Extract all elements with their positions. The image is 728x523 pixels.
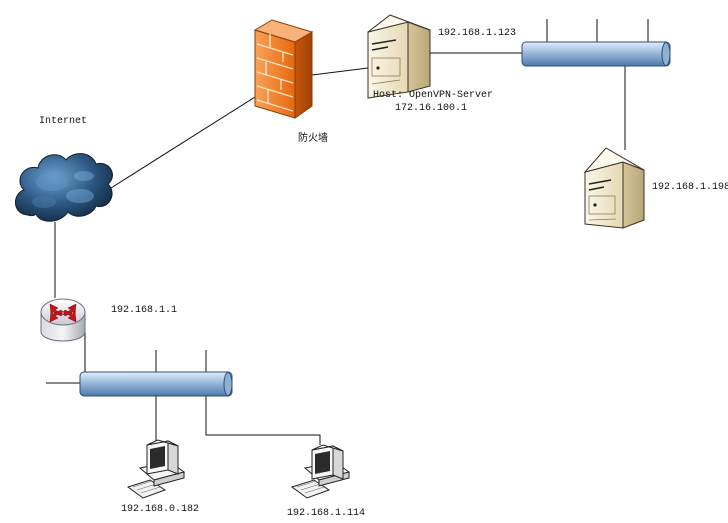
remote-server-icon	[583, 147, 645, 229]
vpn-server-host-label: Host: OpenVPN-Server	[373, 90, 494, 101]
router-icon	[40, 298, 86, 342]
vpn-server-icon	[367, 14, 431, 99]
client1-ip-label: 192.168.0.182	[121, 504, 200, 515]
client2-ip-label: 192.168.1.114	[287, 508, 366, 519]
vpn-server-lan-ip-label: 192.168.1.123	[438, 28, 517, 39]
link-cloud-firewall	[110, 96, 256, 189]
firewall-icon	[253, 19, 314, 119]
server-lan-bus	[521, 41, 671, 67]
link-bus-client2	[205, 395, 321, 445]
link-firewall-server	[311, 67, 369, 76]
router-ip-label: 192.168.1.1	[111, 305, 178, 316]
client-lan-bus	[79, 371, 233, 397]
firewall-label: 防火墙	[298, 133, 328, 144]
internet-label: Internet	[39, 116, 88, 127]
vpn-server-tunnel-ip-label: 172.16.100.1	[395, 103, 468, 114]
cloud-icon	[15, 153, 113, 222]
computer-icon	[290, 444, 351, 499]
remote-server-ip-label: 192.168.1.198	[652, 182, 728, 193]
computer-icon	[126, 439, 186, 499]
